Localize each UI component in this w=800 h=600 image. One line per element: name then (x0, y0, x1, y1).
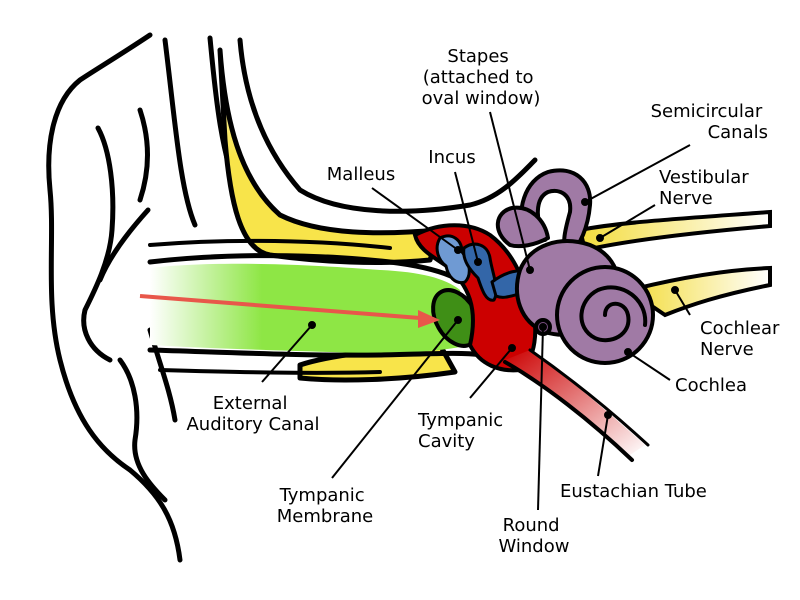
leader-lines (261, 111, 691, 511)
label-tympanic-membrane: Tympanic Membrane (277, 485, 373, 527)
inner-ear (495, 168, 655, 365)
label-semicircular-canals: Semicircular Canals (651, 101, 768, 143)
pinna (46, 32, 243, 563)
label-round-window: Round Window (499, 515, 570, 557)
incus-bone (462, 242, 498, 302)
label-external-auditory-canal: External Auditory Canal (186, 393, 319, 435)
label-eustachian-tube: Eustachian Tube (560, 481, 707, 502)
sound-arrow (139, 294, 440, 328)
label-vestibular-nerve: Vestibular Nerve (659, 167, 754, 209)
label-malleus: Malleus (327, 164, 395, 185)
label-cochlea: Cochlea (675, 375, 747, 396)
label-incus: Incus (428, 147, 475, 168)
label-tympanic-cavity: Tympanic Cavity (417, 410, 509, 452)
label-cochlear-nerve: Cochlear Nerve (700, 318, 785, 360)
labels: Stapes (attached to oval window) Semicir… (186, 46, 785, 557)
label-stapes: Stapes (attached to oval window) (422, 46, 541, 109)
